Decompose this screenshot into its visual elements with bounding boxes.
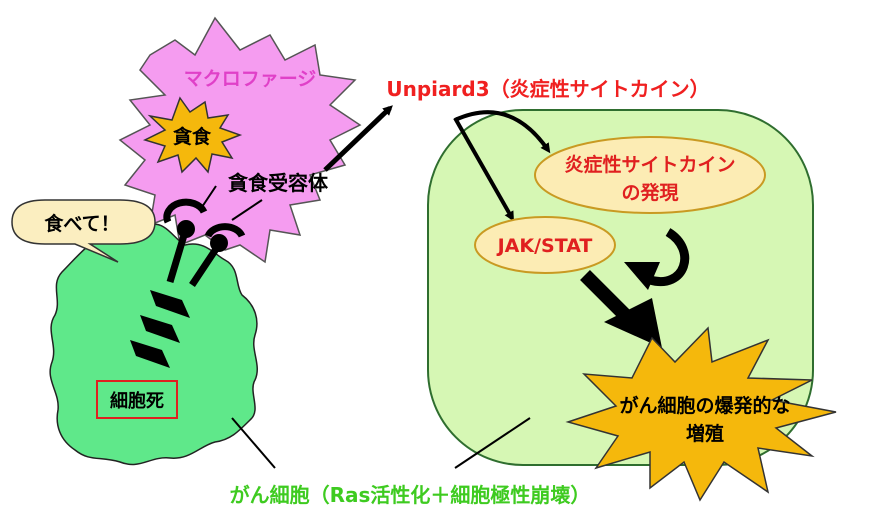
feedback-arrowhead — [624, 262, 660, 290]
cancer-pointer-line-2 — [454, 417, 531, 469]
chevron-stack — [130, 290, 190, 368]
receptor-pointer-line-1 — [199, 185, 217, 211]
macrophage-label: マクロファージ — [184, 68, 317, 90]
jakstat-label: JAK/STAT — [496, 235, 593, 257]
receptor-pointer-line-2 — [231, 199, 263, 221]
phagocytosis-label: 貪食 — [173, 125, 212, 148]
arrow-unpaired3-to-jakstat — [453, 117, 514, 222]
cell-death-label: 細胞死 — [110, 390, 164, 412]
proliferation-line2: 増殖 — [686, 422, 724, 445]
arrow-unpaired3-to-cytokine — [454, 110, 551, 154]
cell-death-box — [96, 380, 178, 419]
proliferation-line1: がん細胞の爆発的な — [619, 394, 790, 417]
cytokine-expression-oval — [534, 136, 766, 214]
receptor-label: 貪食受容体 — [228, 171, 329, 195]
feedback-arrow — [648, 228, 690, 287]
cancer-pointer-line-1 — [231, 417, 276, 469]
cytokine-line1: 炎症性サイトカイン — [564, 153, 735, 176]
unpaired3-label: Unpiard3（炎症性サイトカイン） — [386, 77, 709, 101]
cancer-cell-label: がん細胞（Ras活性化＋細胞極性崩壊） — [230, 483, 591, 507]
eat-me-label: 食べて！ — [44, 212, 119, 235]
jakstat-oval — [474, 216, 616, 274]
speech-bubble — [11, 199, 156, 263]
arrow-jakstat-to-proliferation — [580, 270, 635, 325]
dying-cell-shape — [49, 223, 258, 466]
proliferation-burst — [565, 326, 837, 502]
phagocytosis-burst — [142, 96, 243, 174]
cytokine-line2: の発現 — [621, 181, 678, 204]
big-arrowhead — [604, 298, 662, 348]
receptors — [163, 198, 246, 287]
arrow-to-unpaired3 — [323, 105, 393, 172]
